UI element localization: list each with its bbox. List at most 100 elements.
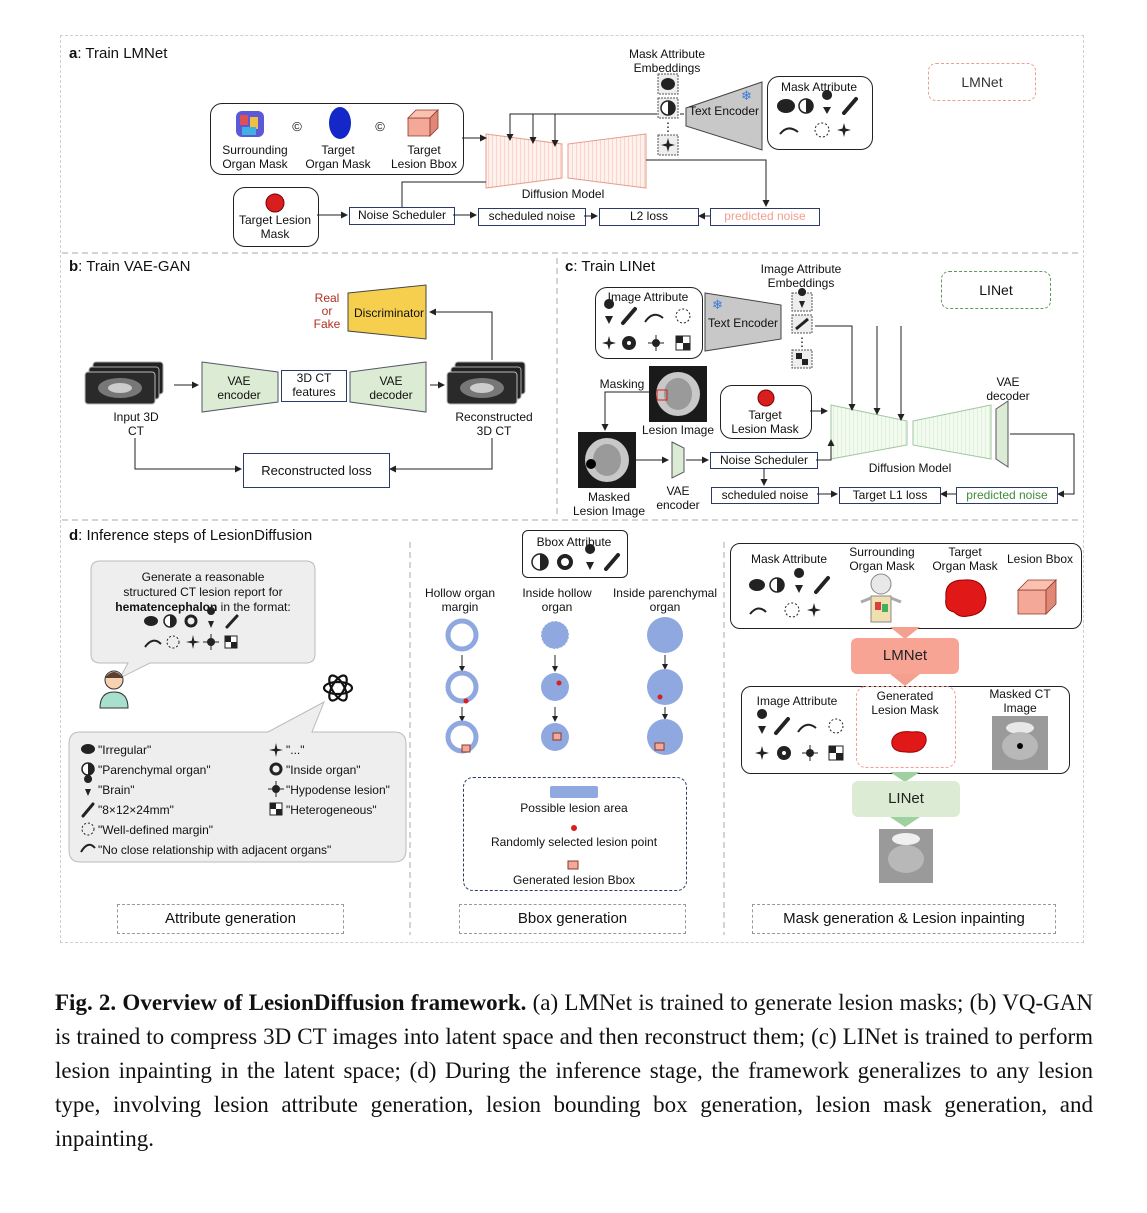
image-attribute-c-label: Image Attribute <box>607 290 689 304</box>
panel-d-title: d: Inference steps of LesionDiffusion <box>69 527 313 544</box>
inside-parenchymal-label: Inside parenchymal organ <box>612 586 718 614</box>
branch-icon <box>644 313 664 323</box>
concat-symbol-2: © <box>375 119 385 134</box>
surrounding-organ-icon <box>236 111 264 137</box>
concat-symbol: © <box>292 119 302 134</box>
scheduled-noise-c: scheduled noise <box>711 487 819 504</box>
frozen-snowflake-icon: ❄ <box>741 88 752 103</box>
location-pin-icon <box>604 299 615 324</box>
vae-encoder-c <box>671 441 685 479</box>
vae-decoder-c-label: VAE decoder <box>986 375 1030 403</box>
image-attr-embeddings-label: Image Attribute Embeddings <box>760 262 842 290</box>
attr-item: "8×12×24mm" <box>98 803 174 817</box>
sparkle-icon <box>602 336 616 350</box>
ct-stack-recon <box>446 361 526 405</box>
generated-lesion-mask-label: Generated Lesion Mask <box>871 689 939 717</box>
vae-encoder-b <box>201 361 279 413</box>
real-or-fake-label: Real or Fake <box>313 291 341 331</box>
target-organ-mask-label: Target Organ Mask <box>305 143 371 171</box>
doctor-avatar <box>99 670 129 709</box>
panel-c-title: c: Train LINet <box>565 258 656 275</box>
panel-c-arrows <box>601 325 1075 498</box>
vae-encoder-b-label: VAE encoder <box>217 374 261 402</box>
diffusion-model-a-label: Diffusion Model <box>521 187 605 201</box>
panel-a-title: a: Train LMNet <box>69 45 168 62</box>
input-3d-ct-label: Input 3D CT <box>113 410 159 438</box>
attr-item: "Brain" <box>98 783 135 797</box>
openai-logo-icon <box>322 674 354 702</box>
attr-item: "Hypodense lesion" <box>286 783 390 797</box>
text-encoder-a <box>685 81 763 151</box>
bbox-attribute-icons <box>531 544 620 571</box>
sparkle-icon <box>837 123 851 137</box>
lmnet-pill: LMNet <box>851 638 959 674</box>
panel-b-arrows <box>134 308 493 473</box>
ct-stack-input <box>84 361 164 405</box>
attr-item: "..." <box>286 743 305 757</box>
discriminator-shape <box>347 284 427 340</box>
image-attribute-d-label: Image Attribute <box>756 694 838 708</box>
mask-attribute-a-label: Mask Attribute <box>780 80 858 94</box>
image-attribute-icons-d <box>755 709 844 761</box>
generated-mask-icon <box>891 731 927 753</box>
ellipsis-dots: ⋮ <box>662 120 674 134</box>
mask-attribute-d-label: Mask Attribute <box>750 552 828 566</box>
hollow-margin-label: Hollow organ margin <box>424 586 496 614</box>
caption-text: (a) LMNet is trained to generate lesion … <box>55 990 1093 1151</box>
surrounding-organ-mask-label: Surrounding Organ Mask <box>222 143 288 171</box>
caption-bold: Fig. 2. Overview of LesionDiffusion fram… <box>55 990 527 1015</box>
lesion-bbox-d-icon <box>1017 579 1057 615</box>
attribute-list-right: "..." "Inside organ" "Hypodense lesion" … <box>286 740 390 820</box>
target-organ-mask-d-label: Target Organ Mask <box>932 545 998 573</box>
masked-ct-thumb <box>992 716 1048 770</box>
lesion-image-label: Lesion Image <box>641 423 715 437</box>
figure-caption: Fig. 2. Overview of LesionDiffusion fram… <box>55 986 1093 1156</box>
vae-decoder-b <box>349 361 427 413</box>
dotted-circle-icon <box>814 122 830 138</box>
branch-icon <box>779 127 799 135</box>
bbox-generation-diagram <box>445 617 683 755</box>
ruler-icon <box>842 97 858 115</box>
legend-point-swatch <box>571 825 577 831</box>
skeleton-organ-icon <box>860 573 902 623</box>
legend-point-label: Randomly selected lesion point <box>490 835 658 849</box>
mask-attribute-icons-d <box>749 568 830 618</box>
frozen-snowflake-icon-c: ❄ <box>712 297 723 312</box>
lesion-bbox-d-label: Lesion Bbox <box>1006 552 1074 566</box>
linet-out-arrow <box>890 817 920 827</box>
attribute-list-left: "Irregular" "Parenchymal organ" "Brain" … <box>98 740 213 840</box>
legend-area-label: Possible lesion area <box>520 801 628 815</box>
lesion-bbox-icon <box>407 109 439 137</box>
location-pin-icon <box>822 90 833 114</box>
stage-bbox-generation: Bbox generation <box>459 904 686 934</box>
ct-features-box: 3D CT features <box>281 370 347 402</box>
stage-mask-generation: Mask generation & Lesion inpainting <box>752 904 1056 934</box>
diffusion-model-c-label: Diffusion Model <box>868 461 952 475</box>
lmnet-tag: LMNet <box>928 63 1036 101</box>
masked-lesion-thumb <box>578 432 636 488</box>
vae-decoder-c <box>995 400 1009 468</box>
text-encoder-a-label: Text Encoder <box>688 104 760 118</box>
attr-item: "Well-defined margin" <box>98 823 214 837</box>
target-lesion-mask-label: Target Lesion Mask <box>238 213 312 241</box>
prompt-bubble <box>90 560 316 680</box>
ruler-icon <box>621 307 637 325</box>
attribute-last: "No close relationship with adjacent org… <box>98 843 332 857</box>
figure-frame <box>60 35 1084 943</box>
svg-text:⋮: ⋮ <box>796 335 808 349</box>
text-encoder-c-label: Text Encoder <box>707 316 779 330</box>
brain-organ-icon <box>945 579 987 617</box>
image-attribute-icons-c <box>602 299 691 351</box>
dotted-circle-icon <box>675 308 691 324</box>
section-dividers <box>62 252 1080 935</box>
lmnet-flow-arrow <box>890 627 920 639</box>
mask-attr-embeddings-label: Mask Attribute Embeddings <box>628 47 706 75</box>
masked-ct-image-label: Masked CT Image <box>989 687 1051 715</box>
lesion-image-thumb <box>649 366 707 422</box>
image-embedding-tokens: ⋮ <box>791 288 813 369</box>
linet-pill: LINet <box>852 781 960 817</box>
mask-attribute-box-a <box>767 76 873 150</box>
lmnet-down-arrow <box>890 674 920 686</box>
prompt-text: Generate a reasonable structured CT lesi… <box>115 570 291 614</box>
scheduled-noise-a: scheduled noise <box>478 208 586 226</box>
